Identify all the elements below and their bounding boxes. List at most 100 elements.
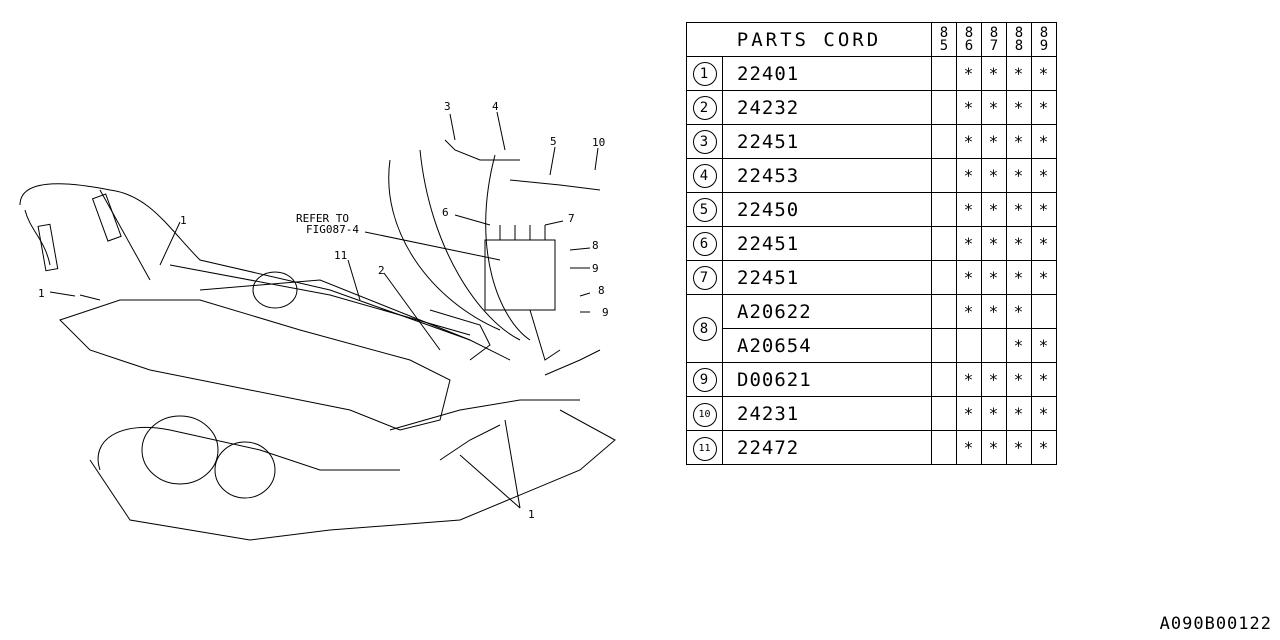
year-applicability-mark: *	[1006, 124, 1032, 159]
year-applicability-mark: *	[981, 430, 1007, 465]
year-applicability-mark: *	[1031, 430, 1057, 465]
callout-1: 1	[180, 214, 187, 227]
year-applicability-mark: *	[981, 56, 1007, 91]
year-applicability-mark: *	[1006, 158, 1032, 193]
ref-circle: 4	[692, 164, 717, 188]
ref-circle: 8	[692, 317, 717, 341]
ref-circle: 9	[692, 368, 717, 392]
year-applicability-mark: *	[1031, 158, 1057, 193]
year-applicability-mark: *	[956, 260, 982, 295]
year-applicability-mark: *	[1031, 90, 1057, 125]
ref-number: 9	[686, 362, 723, 397]
ref-number: 10	[686, 396, 723, 431]
year-applicability-mark	[931, 226, 957, 261]
year-applicability-mark: *	[981, 192, 1007, 227]
year-applicability-mark: *	[956, 226, 982, 261]
parts-cord-header: PARTS CORD	[686, 22, 932, 57]
year-applicability-mark: *	[956, 56, 982, 91]
part-code: 22451	[722, 226, 932, 261]
ref-number: 2	[686, 90, 723, 125]
callout-5: 5	[550, 135, 557, 148]
year-applicability-mark	[931, 294, 957, 329]
callout-9: 9	[592, 262, 599, 275]
year-applicability-mark: *	[981, 158, 1007, 193]
part-code: 24231	[722, 396, 932, 431]
year-applicability-mark: *	[956, 362, 982, 397]
year-applicability-mark	[931, 362, 957, 397]
year-applicability-mark: *	[1006, 260, 1032, 295]
year-applicability-mark: *	[1006, 56, 1032, 91]
part-code: 22451	[722, 260, 932, 295]
engine-outline	[19, 139, 616, 541]
ref-number: 4	[686, 158, 723, 193]
ref-circle: 6	[692, 232, 717, 256]
callout-1: 1	[38, 287, 45, 300]
part-code: 22450	[722, 192, 932, 227]
ref-number: 8	[686, 294, 723, 363]
part-code: A20654	[722, 328, 932, 363]
year-applicability-mark: *	[1006, 226, 1032, 261]
callout-1: 1	[528, 508, 535, 521]
year-applicability-mark: *	[981, 396, 1007, 431]
year-applicability-mark: *	[1006, 90, 1032, 125]
year-applicability-mark: *	[1031, 226, 1057, 261]
year-applicability-mark: *	[1031, 192, 1057, 227]
year-applicability-mark: *	[1031, 124, 1057, 159]
ref-number: 7	[686, 260, 723, 295]
callout-8: 8	[592, 239, 599, 252]
ref-circle: 1	[692, 62, 717, 86]
ref-number: 6	[686, 226, 723, 261]
callout-7: 7	[568, 212, 575, 225]
year-applicability-mark: *	[1006, 192, 1032, 227]
year-applicability-mark: *	[1031, 396, 1057, 431]
year-applicability-mark	[981, 328, 1007, 363]
year-applicability-mark: *	[981, 90, 1007, 125]
year-applicability-mark: *	[956, 430, 982, 465]
year-applicability-mark	[956, 328, 982, 363]
year-applicability-mark: *	[1006, 362, 1032, 397]
callout-9: 9	[602, 306, 609, 319]
engine-ignition-diagram: 1 1 1 2 3 4 5 6 7 8 8 9 9 10 11 REFER TO…	[19, 100, 616, 541]
year-applicability-mark: *	[956, 396, 982, 431]
year-applicability-mark	[931, 158, 957, 193]
ref-circle: 3	[692, 130, 717, 154]
ref-number: 11	[686, 430, 723, 465]
year-applicability-mark	[931, 124, 957, 159]
year-applicability-mark	[931, 430, 957, 465]
part-code: 22472	[722, 430, 932, 465]
year-applicability-mark: *	[981, 362, 1007, 397]
year-applicability-mark: *	[981, 226, 1007, 261]
callout-3: 3	[444, 100, 451, 113]
ref-circle: 7	[692, 266, 717, 290]
ref-number: 5	[686, 192, 723, 227]
table-row: A20654**	[687, 328, 1057, 363]
ref-circle: 5	[692, 198, 717, 222]
year-applicability-mark	[931, 260, 957, 295]
year-applicability-mark	[931, 56, 957, 91]
year-applicability-mark: *	[1031, 362, 1057, 397]
part-code: 22401	[722, 56, 932, 91]
year-applicability-mark: *	[956, 90, 982, 125]
ref-number: 3	[686, 124, 723, 159]
diagram-code: A090B00122	[1159, 614, 1272, 634]
year-applicability-mark: *	[981, 294, 1007, 329]
year-applicability-mark: *	[956, 192, 982, 227]
